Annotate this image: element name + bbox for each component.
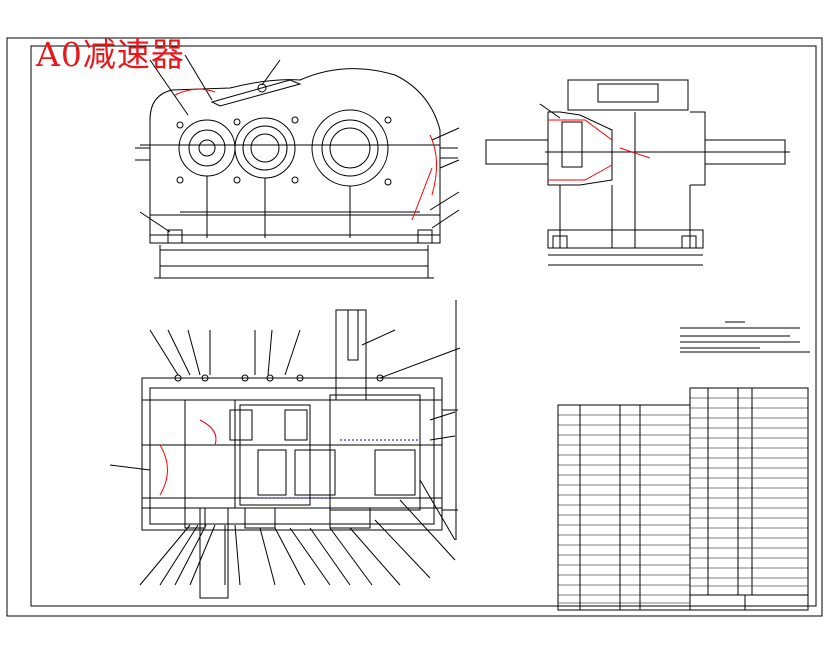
front-view <box>135 54 460 279</box>
plan-cut-marks <box>159 419 217 496</box>
bearing-circle-1 <box>178 119 236 177</box>
outer-border <box>6 37 823 617</box>
technical-notes <box>680 321 810 353</box>
drawing-title: A0减速器 <box>36 35 185 74</box>
plan-view <box>109 300 461 599</box>
parts-list <box>557 387 809 611</box>
inner-frame <box>30 45 817 607</box>
bearing-circle-2 <box>234 117 296 179</box>
bearing-circle-3 <box>311 109 389 187</box>
plan-accent-lines <box>255 439 420 499</box>
side-view <box>485 79 790 266</box>
front-cut-marks <box>174 88 437 221</box>
side-cut-marks <box>548 119 651 181</box>
